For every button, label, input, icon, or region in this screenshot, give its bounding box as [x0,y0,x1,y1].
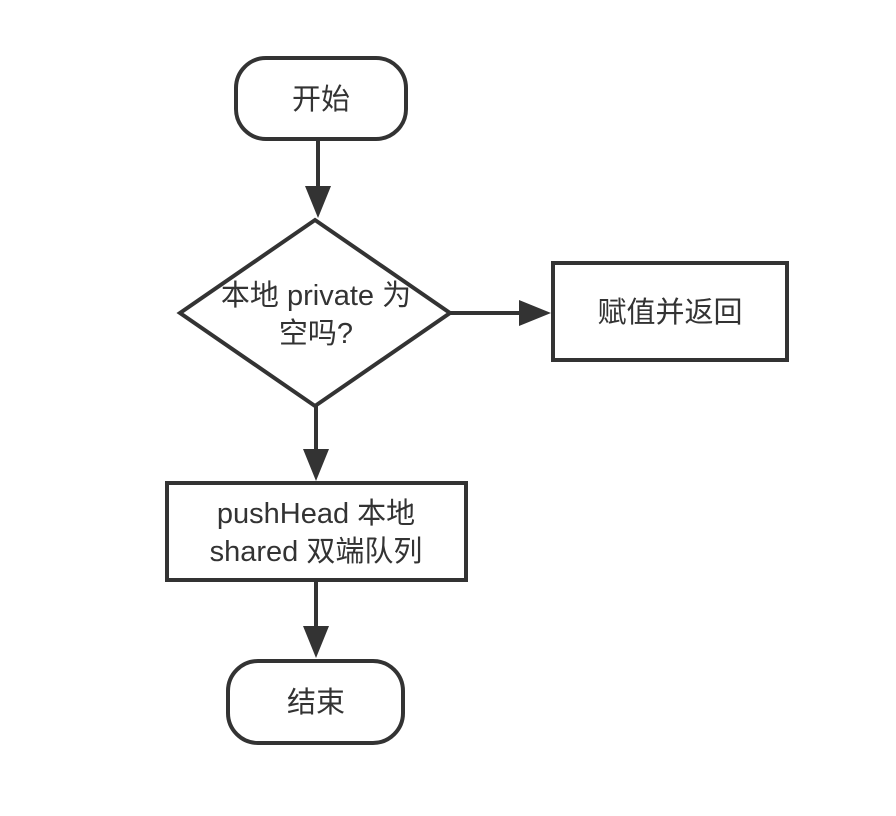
arrow-push-to-end [303,580,329,658]
push-head-node-label-line1: pushHead 本地 [217,497,415,530]
decision-node-label-line2: 空吗? [279,317,353,350]
end-node-label: 结束 [287,686,345,719]
arrow-decision-to-push [303,406,329,481]
assign-return-node: 赋值并返回 [551,261,789,362]
arrow-decision-to-assign [450,300,551,326]
push-head-node: pushHead 本地 shared 双端队列 [165,481,468,582]
decision-node-shape [176,217,454,409]
push-head-node-label-line2: shared 双端队列 [210,535,423,568]
arrow-start-to-decision [305,139,331,218]
arrow-head-icon [305,186,331,218]
start-node: 开始 [234,56,408,141]
end-node-shape [226,659,405,745]
assign-return-node-label: 赋值并返回 [597,296,742,329]
start-node-label: 开始 [292,83,350,116]
assign-return-node-shape [551,261,789,362]
end-node: 结束 [226,659,405,745]
decision-node: 本地 private 为 空吗? [176,217,454,409]
start-node-shape [234,56,408,141]
push-head-node-shape [165,481,468,582]
arrow-head-icon [303,449,329,481]
decision-node-label-line1: 本地 private 为 [221,279,411,312]
arrow-head-icon [519,300,551,326]
arrow-head-icon [303,626,329,658]
